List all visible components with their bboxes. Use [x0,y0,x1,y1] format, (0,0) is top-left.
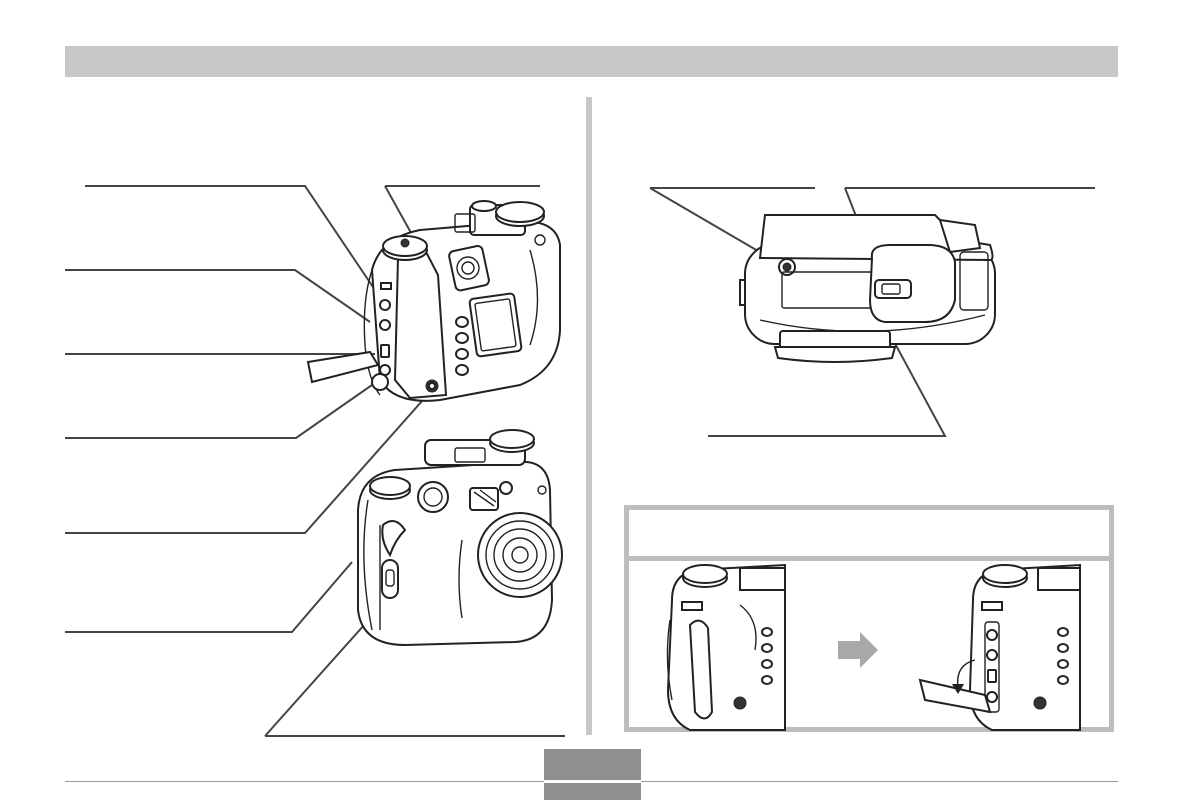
terminal-cover-open [918,563,1081,731]
column-divider [586,97,592,735]
callout-line [65,384,373,439]
camera-bottom-view [739,214,996,363]
camera-front-view [357,429,563,647]
callout-line [708,324,947,437]
callout-lines-left [65,185,565,737]
callout-line [65,561,353,633]
page-number-tab [544,749,641,800]
header-band [65,46,1118,77]
tip-box [624,505,1114,732]
right-arrow-icon [838,632,878,668]
callout-line [65,269,371,323]
camera-side-rear-view [306,200,561,402]
tip-box-header-rule [629,556,1109,561]
terminal-cover-closed [666,563,786,731]
callout-line [65,391,431,534]
callout-line [85,185,376,291]
